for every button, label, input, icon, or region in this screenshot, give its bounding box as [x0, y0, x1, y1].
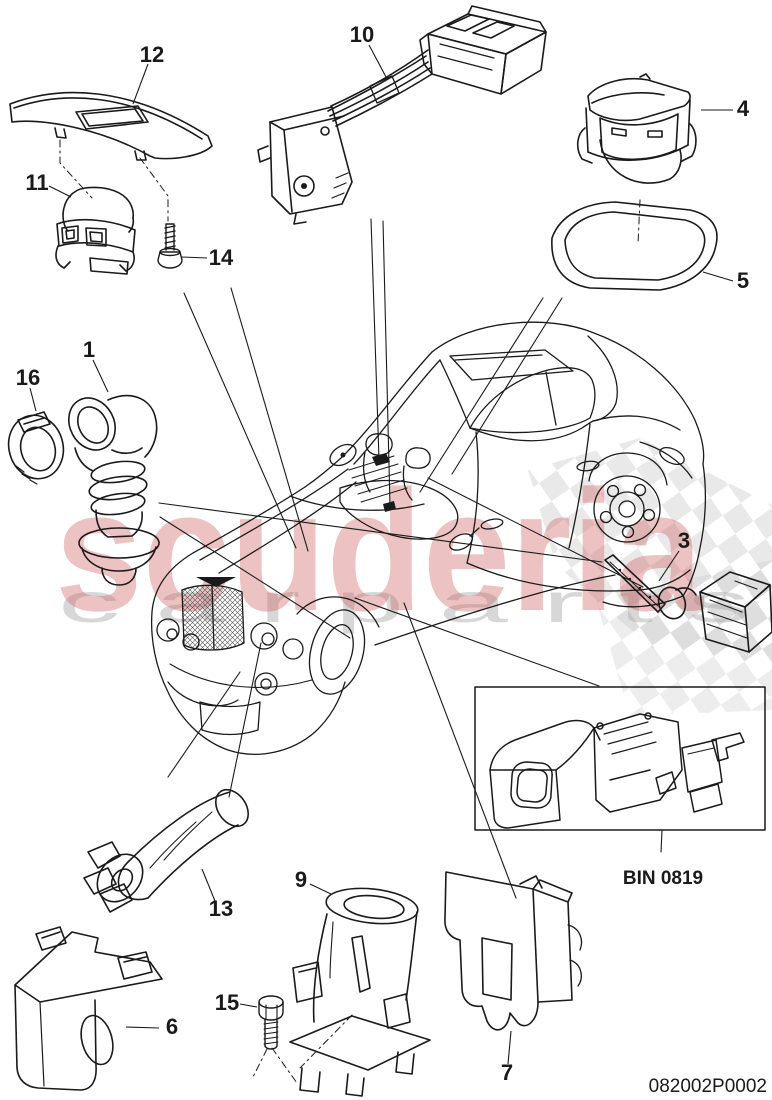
part-10-harness-drawing — [257, 5, 547, 225]
part-5-seal-drawing — [551, 201, 718, 291]
bin-0819-assembly-drawing — [489, 712, 745, 829]
part-7-cover-drawing — [444, 871, 583, 1031]
callout-16: 16 — [16, 365, 40, 390]
callout-14: 14 — [209, 245, 234, 270]
callout-1: 1 — [83, 337, 95, 362]
part-16-clamp-drawing — [7, 411, 65, 485]
part-14-screw-drawing — [157, 223, 183, 269]
part-6-bracket-drawing — [14, 926, 163, 1091]
bin-label: BIN 0819 — [623, 868, 703, 889]
part-15-bolt-drawing — [258, 995, 284, 1050]
car-illustration — [150, 321, 707, 755]
alignment-dashed-lines — [59, 139, 641, 1084]
checkered-flag-graphic-2 — [596, 560, 772, 716]
callout-5: 5 — [737, 268, 749, 293]
leader-lines — [158, 218, 644, 899]
callout-leader-lines — [29, 44, 734, 1065]
callout-10: 10 — [350, 22, 374, 47]
callout-6: 6 — [166, 1014, 178, 1039]
part-9-holder-drawing — [289, 887, 431, 1097]
part-13-socket-housing-drawing — [83, 788, 250, 913]
part-1-elbow-drawing — [68, 394, 160, 586]
part-3-bulb-carrier-drawing — [604, 554, 772, 653]
bin-0819-box — [474, 686, 766, 853]
callout-7: 7 — [501, 1060, 513, 1085]
part-4-housing-drawing — [576, 73, 697, 184]
callout-12: 12 — [140, 42, 164, 67]
callout-13: 13 — [209, 896, 233, 921]
part-12-trim-plate-drawing — [9, 91, 213, 161]
document-code: 082002P0002 — [649, 1076, 767, 1097]
callout-4: 4 — [737, 96, 750, 121]
watermark-layer: c a r p a r t s scuderia — [55, 438, 772, 716]
callout-3: 3 — [678, 528, 690, 553]
callout-15: 15 — [215, 990, 239, 1015]
callout-9: 9 — [295, 867, 307, 892]
part-11-switch-drawing — [55, 186, 136, 275]
callout-11: 11 — [25, 170, 48, 195]
